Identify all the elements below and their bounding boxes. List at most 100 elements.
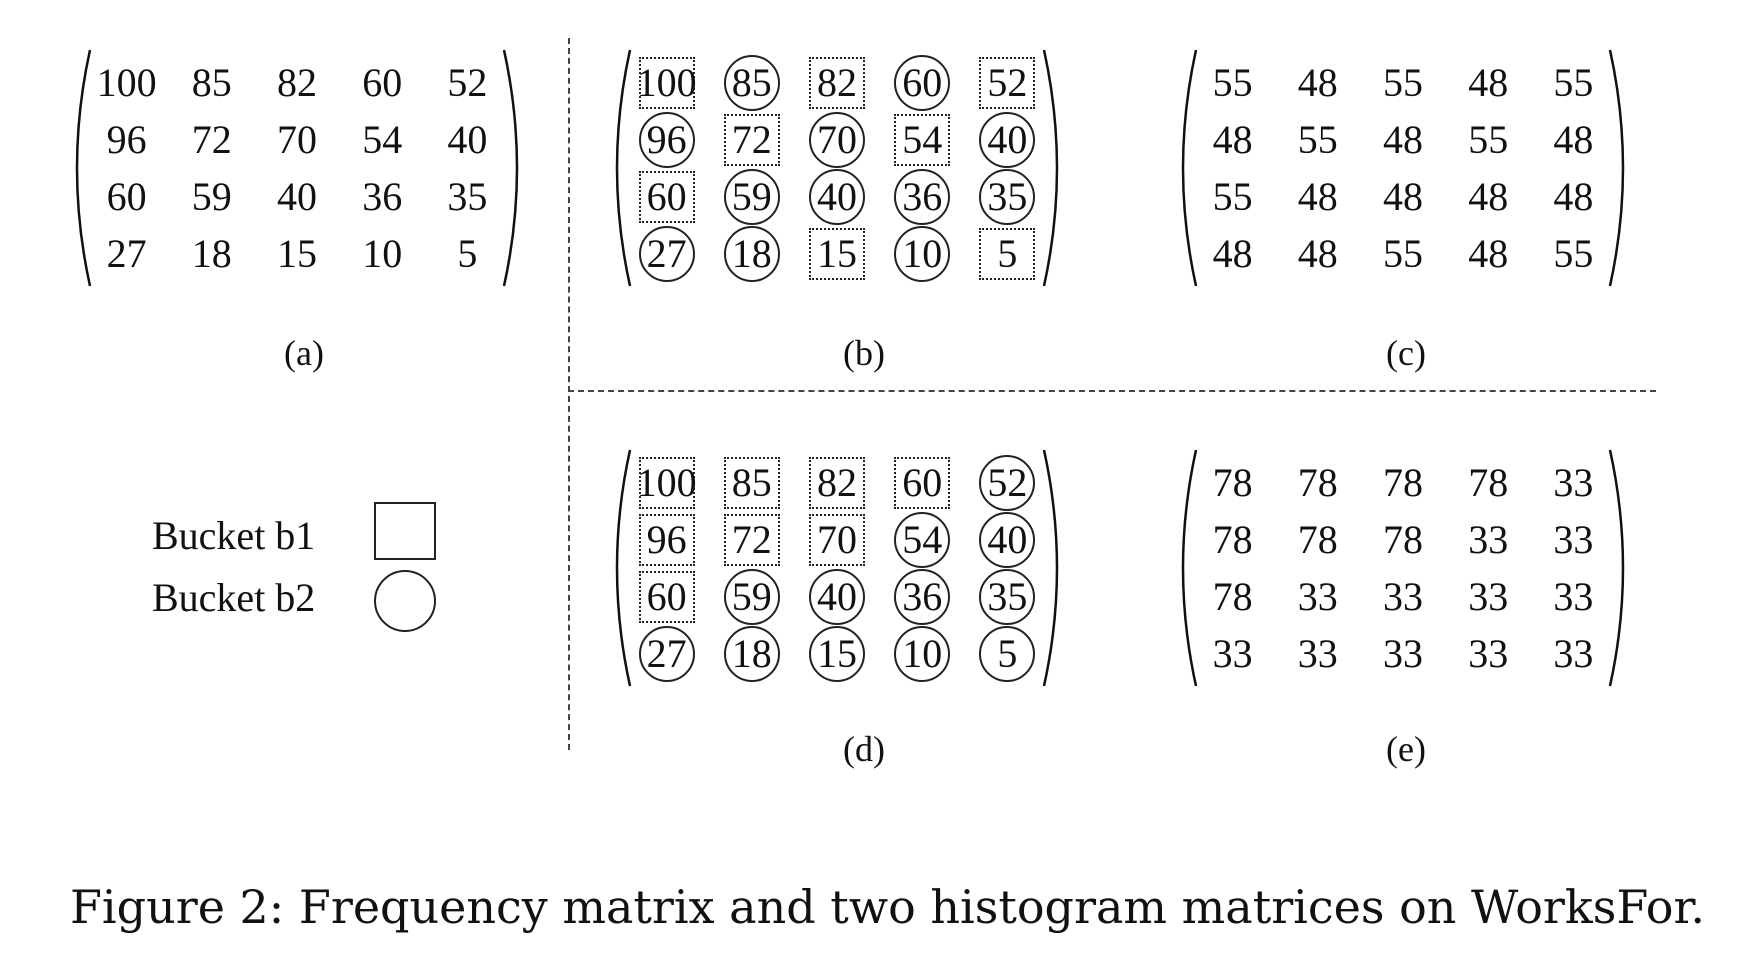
matrix-cell: 72 <box>169 111 254 168</box>
matrix-cell: 60 <box>880 454 965 511</box>
matrix-cell: 36 <box>880 168 965 225</box>
matrix-cell: 40 <box>254 168 339 225</box>
matrix-cell: 33 <box>1446 568 1531 625</box>
matrix-cell: 52 <box>965 54 1050 111</box>
matrix-cell: 96 <box>84 111 169 168</box>
matrix-value: 78 <box>1212 459 1253 505</box>
matrix-cell: 82 <box>794 454 879 511</box>
matrix-value: 55 <box>1297 116 1338 162</box>
matrix-cell: 78 <box>1190 454 1275 511</box>
matrix-value: 55 <box>1468 116 1509 162</box>
bucket-b1-value: 100 <box>637 456 697 509</box>
bucket-b2-value: 27 <box>638 225 695 282</box>
matrix-cell: 5 <box>965 225 1050 282</box>
bucket-b2-value: 18 <box>723 625 780 682</box>
matrix-cell: 27 <box>624 225 709 282</box>
figure-caption: Figure 2: Frequency matrix and two histo… <box>70 880 1706 934</box>
matrix-value: 40 <box>447 116 488 162</box>
matrix-value: 70 <box>276 116 317 162</box>
matrix-cell: 5 <box>965 625 1050 682</box>
matrix-value: 48 <box>1297 59 1338 105</box>
matrix-cell: 55 <box>1190 54 1275 111</box>
matrix-cell: 33 <box>1531 568 1616 625</box>
bucket-b2-value: 59 <box>723 168 780 225</box>
matrix-value: 48 <box>1297 230 1338 276</box>
horizontal-divider <box>568 390 1656 392</box>
matrix-cell: 27 <box>624 625 709 682</box>
matrix-value: 82 <box>276 59 317 105</box>
matrix-cell: 35 <box>965 568 1050 625</box>
matrix-cell: 48 <box>1360 111 1445 168</box>
matrix-cell: 78 <box>1275 454 1360 511</box>
matrix-cell: 18 <box>169 225 254 282</box>
matrix-cell: 82 <box>794 54 879 111</box>
bucket-b1-value: 96 <box>638 513 695 566</box>
matrix-cell: 40 <box>965 111 1050 168</box>
matrix-cell: 33 <box>1360 625 1445 682</box>
matrix-cell: 59 <box>709 168 794 225</box>
matrix-cell: 18 <box>709 625 794 682</box>
matrix-value: 5 <box>457 230 478 276</box>
matrix-value: 33 <box>1468 630 1509 676</box>
matrix-cell: 10 <box>880 625 965 682</box>
matrix-value: 55 <box>1212 173 1253 219</box>
bucket-b2-value: 27 <box>638 625 695 682</box>
matrix-value: 96 <box>106 116 147 162</box>
matrix-value: 100 <box>96 59 157 105</box>
bucket-b2-value: 40 <box>808 168 865 225</box>
bucket-b2-value: 40 <box>979 111 1036 168</box>
bucket-b2-value: 96 <box>638 111 695 168</box>
right-paren-icon <box>1040 446 1072 690</box>
bucket-b1-value: 82 <box>808 456 865 509</box>
matrix-cell: 72 <box>709 111 794 168</box>
matrix-cell: 48 <box>1531 168 1616 225</box>
matrix-cell: 54 <box>880 511 965 568</box>
legend-label-b2: Bucket b2 <box>152 575 316 620</box>
matrix-cell: 70 <box>794 511 879 568</box>
bucket-b2-value: 36 <box>894 168 951 225</box>
matrix-value: 48 <box>1468 173 1509 219</box>
left-paren-icon <box>1168 446 1200 690</box>
matrix-cell: 48 <box>1190 225 1275 282</box>
matrix-value: 59 <box>191 173 232 219</box>
matrix-cell: 48 <box>1531 111 1616 168</box>
matrix-cell: 35 <box>965 168 1050 225</box>
bucket-b2-value: 36 <box>894 568 951 625</box>
matrix-cell: 15 <box>794 625 879 682</box>
matrix-cell: 40 <box>794 168 879 225</box>
bucket-b2-value: 18 <box>723 225 780 282</box>
matrix-cell: 59 <box>709 568 794 625</box>
matrix-value: 85 <box>191 59 232 105</box>
matrix-cell: 10 <box>340 225 425 282</box>
matrix-value: 55 <box>1382 59 1423 105</box>
matrix-value: 33 <box>1468 516 1509 562</box>
bucket-b1-value: 54 <box>894 113 951 166</box>
matrix-value: 33 <box>1553 459 1594 505</box>
bucket-b1-value: 60 <box>894 456 951 509</box>
matrix-cell: 82 <box>254 54 339 111</box>
matrix-cell: 48 <box>1446 54 1531 111</box>
matrix-cell: 55 <box>1275 111 1360 168</box>
matrix-cell: 48 <box>1190 111 1275 168</box>
matrix-cell: 54 <box>340 111 425 168</box>
matrix-value: 78 <box>1382 516 1423 562</box>
matrix-value: 27 <box>106 230 147 276</box>
matrix-value: 60 <box>106 173 147 219</box>
left-paren-icon <box>62 46 94 290</box>
matrix-cell: 33 <box>1275 568 1360 625</box>
matrix-cell: 85 <box>709 54 794 111</box>
bucket-b1-value: 82 <box>808 56 865 109</box>
bucket-b2-value: 5 <box>979 625 1036 682</box>
left-paren-icon <box>602 446 634 690</box>
right-paren-icon <box>1606 46 1638 290</box>
bucket-b1-value: 60 <box>638 170 695 223</box>
bucket-b2-value: 60 <box>894 54 951 111</box>
matrix-cell: 55 <box>1190 168 1275 225</box>
matrix-value: 48 <box>1382 116 1423 162</box>
bucket-b1-value: 70 <box>808 513 865 566</box>
matrix-cell: 78 <box>1360 511 1445 568</box>
